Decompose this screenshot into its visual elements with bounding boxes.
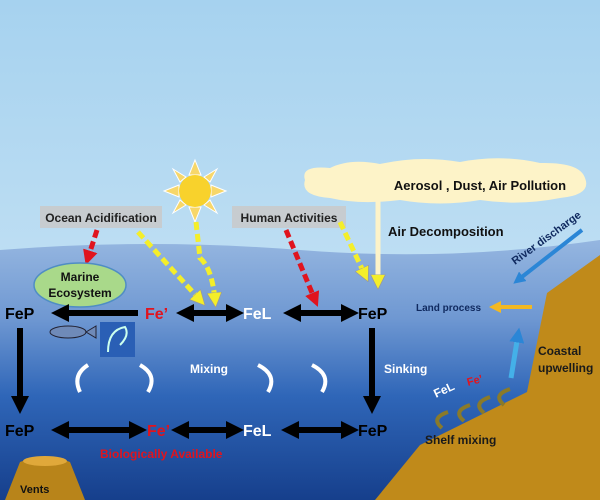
fel-bottom: FeL [243, 423, 272, 440]
air-decomposition-label: Air Decomposition [388, 224, 504, 239]
acidification-arrow [83, 229, 100, 266]
sun-icon [162, 158, 228, 224]
river-arrow [513, 228, 584, 284]
ocean-acidification-box [40, 206, 162, 228]
marine-label-1: Marine [61, 270, 100, 284]
fep-bottom-left: FeP [5, 423, 35, 440]
aerosol-label: Aerosol , Dust, Air Pollution [394, 178, 566, 193]
land-process-label: Land process [416, 303, 481, 314]
fep-bottom-right: FeP [358, 423, 388, 440]
sinking-label: Sinking [384, 362, 427, 376]
marine-label-2: Ecosystem [48, 286, 111, 300]
fel-top: FeL [243, 306, 272, 323]
fep-top-right: FeP [358, 306, 388, 323]
black-arrows [11, 304, 381, 439]
bio-available-label: Biologically Available [100, 447, 223, 461]
mixing-swirls [75, 363, 328, 394]
shelf-swirls [435, 387, 511, 430]
fe-prime-bottom: Fe’ [147, 423, 170, 440]
mixing-label: Mixing [190, 362, 228, 376]
fe-prime-top: Fe’ [145, 306, 168, 323]
vents-label: Vents [20, 484, 49, 496]
upwelling-arrow [508, 327, 525, 379]
ocean-acidification-label: Ocean Acidification [45, 211, 157, 225]
fep-top-left: FeP [5, 306, 35, 323]
plankton-image [100, 322, 135, 357]
coastal-label-1: Coastal [538, 344, 581, 358]
human-to-fep-arrow [337, 220, 365, 275]
human-activities-box [232, 206, 346, 228]
vent-volcano [5, 457, 85, 500]
shelf-mixing-label: Shelf mixing [425, 433, 496, 447]
aerosol-cloud [304, 158, 587, 204]
coastal-label-2: upwelling [538, 361, 593, 375]
marine-ecosystem [33, 262, 127, 308]
sunlight-arrow [193, 221, 215, 300]
human-activities-label: Human Activities [241, 211, 338, 225]
acidification-to-fel-arrow [136, 230, 200, 300]
fish-icon [49, 325, 97, 339]
human-activities-arrow [283, 229, 320, 307]
land-shelf [375, 255, 600, 500]
shelf-fe-prime-label: Fe’ [466, 373, 484, 389]
